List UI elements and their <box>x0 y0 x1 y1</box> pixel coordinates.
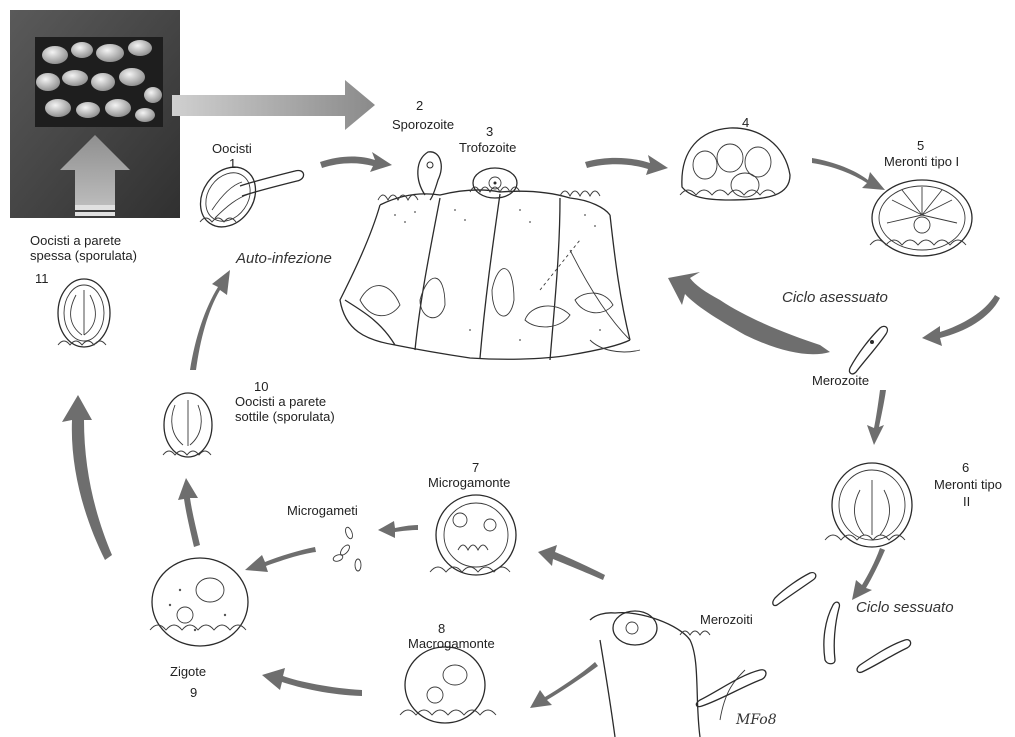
merozoite-label: Merozoite <box>812 373 869 388</box>
stage-10-thin-oocyst-drawing <box>163 393 212 457</box>
stage-8-macrogamont-drawing <box>400 647 496 723</box>
thin-oocyst-label-line1: Oocisti a parete <box>235 394 326 409</box>
oocyst-photo <box>10 10 180 218</box>
meronti-tipo-1-label: Meronti tipo I <box>884 154 959 169</box>
stage-4-meront-drawing <box>680 128 790 200</box>
arrow-merozoite-to-host <box>668 272 830 354</box>
stage-1-oocyst-drawing <box>189 156 303 237</box>
stage-9-zygote-drawing <box>150 558 248 646</box>
thick-oocyst-label-line1: Oocisti a parete <box>30 233 121 248</box>
stage-7-microgamont-drawing <box>430 495 516 575</box>
trofozoite-label: Trofozoite <box>459 140 516 155</box>
lower-host-cells-drawing <box>590 611 745 737</box>
oocisti-label: Oocisti <box>212 141 252 156</box>
oocyst-photo-beans <box>36 40 162 122</box>
cycle-arrows <box>62 152 1000 708</box>
meronti-tipo-2-label-line2: II <box>963 494 970 509</box>
macrogamonte-label: Macrogamonte <box>408 636 495 651</box>
thick-oocyst-label-line2: spessa (sporulata) <box>30 248 137 263</box>
stage-5-meront-type-1-drawing <box>870 180 972 256</box>
microgamonte-label: Microgamonte <box>428 475 510 490</box>
arrow-4-to-5 <box>812 158 885 190</box>
meronti-tipo-2-label-line1: Meronti tipo <box>934 477 1002 492</box>
arrow-8-to-9 <box>262 668 362 696</box>
stage-10-number: 10 <box>254 379 268 394</box>
arrow-1-to-2 <box>320 152 392 172</box>
host-epithelium <box>340 187 640 360</box>
microgametes-drawing <box>332 526 361 571</box>
photo-to-host-arrow <box>172 80 375 130</box>
arrow-merozoiti-to-7 <box>538 545 605 580</box>
stage-3-trofozoite-drawing <box>473 168 517 198</box>
merozoiti-label: Merozoiti <box>700 612 753 627</box>
arrow-9-to-10 <box>178 478 200 547</box>
arrow-6-to-merozoiti <box>852 548 885 600</box>
stage-6-number: 6 <box>962 460 969 475</box>
stage-1-number: 1 <box>229 156 236 171</box>
arrow-10-to-1 <box>190 270 230 370</box>
arrow-9-to-11 <box>62 395 112 560</box>
stage-11-thick-oocyst-drawing <box>58 279 110 347</box>
arrow-merozoite-to-6 <box>867 390 886 445</box>
stage-6-meront-type-2-drawing <box>825 463 912 547</box>
microgameti-label: Microgameti <box>287 503 358 518</box>
stage-2-number: 2 <box>416 98 423 113</box>
stage-7-number: 7 <box>472 460 479 475</box>
stage-2-sporozoite-drawing <box>418 152 441 200</box>
stage-9-number: 9 <box>190 685 197 700</box>
sporozoite-label: Sporozoite <box>392 117 454 132</box>
zigote-label: Zigote <box>170 664 206 679</box>
ciclo-sessuato-label: Ciclo sessuato <box>856 599 954 616</box>
thin-oocyst-label-line2: sottile (sporulata) <box>235 409 335 424</box>
arrow-7-to-microgameti <box>378 521 418 538</box>
stage-8-number: 8 <box>438 621 445 636</box>
auto-infection-label: Auto-infezione <box>235 250 332 267</box>
ciclo-asessuato-label: Ciclo asessuato <box>782 289 888 306</box>
stage-3-number: 3 <box>486 124 493 139</box>
arrow-microgameti-to-9 <box>245 547 316 572</box>
stage-4-number: 4 <box>742 115 749 130</box>
arrow-merozoiti-to-8 <box>530 662 598 708</box>
arrow-3-to-4 <box>585 155 668 175</box>
stage-11-number: 11 <box>35 271 49 286</box>
arrow-5-to-merozoite <box>922 295 1000 346</box>
merozoiti-drawing <box>696 573 910 707</box>
stage-5-number: 5 <box>917 138 924 153</box>
artist-signature: MFo8 <box>735 712 777 728</box>
merozoite-drawing <box>849 326 887 373</box>
